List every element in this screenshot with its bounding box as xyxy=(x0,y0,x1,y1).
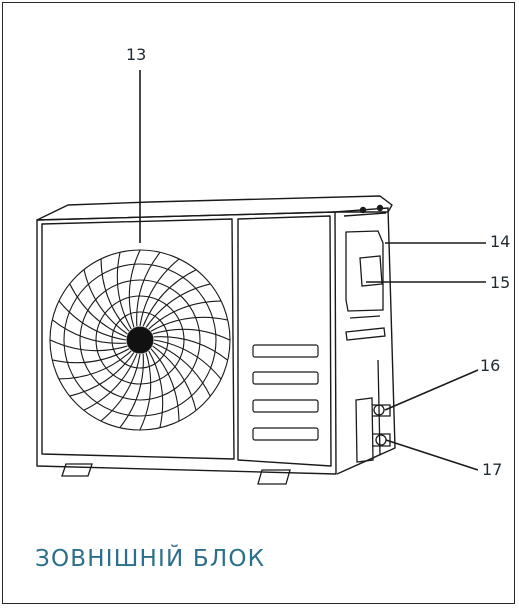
side-vent-slots xyxy=(252,344,319,441)
fan-spoke xyxy=(100,258,130,332)
fan-spoke xyxy=(148,350,164,428)
unit-top-panel xyxy=(36,195,393,221)
callout-14: 14 xyxy=(490,232,511,251)
unit-front-face xyxy=(36,211,337,475)
fan-spoke xyxy=(119,353,144,429)
fan-spoke xyxy=(150,316,228,332)
fan-spoke xyxy=(58,350,132,380)
fan-spoke xyxy=(83,269,128,335)
fan-spoke xyxy=(116,252,132,330)
fan-spoke xyxy=(153,336,229,361)
fan-spoke xyxy=(51,319,127,344)
fan-spoke xyxy=(83,353,138,411)
caption-outdoor-unit: ЗОВНІШНІЙ БЛОК xyxy=(35,546,266,572)
callout-13: 13 xyxy=(126,45,147,64)
handle-cover xyxy=(345,230,386,341)
fan-spoke xyxy=(128,249,141,328)
callout-17: 17 xyxy=(482,460,503,479)
service-valves xyxy=(355,359,391,463)
callout-16: 16 xyxy=(480,356,501,375)
fan-spoke xyxy=(58,300,127,341)
fan-spoke xyxy=(153,342,211,397)
fan-spoke xyxy=(69,352,135,397)
fan-spoke xyxy=(69,283,127,338)
fan-spoke xyxy=(150,348,180,422)
leader-16 xyxy=(384,369,479,411)
fan-spoke xyxy=(153,339,222,380)
diagram-frame xyxy=(2,2,515,604)
fan-spoke xyxy=(139,258,180,327)
fan-spoke xyxy=(152,345,197,411)
fan-spoke xyxy=(136,251,161,327)
fan-spoke xyxy=(100,353,141,422)
fan-grille xyxy=(49,249,231,431)
fan-spoke xyxy=(148,300,222,330)
fan-spoke xyxy=(52,348,130,364)
unit-feet xyxy=(61,463,291,485)
leader-17 xyxy=(385,439,479,471)
fan-spoke xyxy=(142,269,197,327)
fan-spoke xyxy=(49,339,128,352)
fan-spoke xyxy=(145,283,211,328)
callout-15: 15 xyxy=(490,273,511,292)
fan-spoke xyxy=(152,328,231,341)
fan-spoke xyxy=(139,352,152,431)
